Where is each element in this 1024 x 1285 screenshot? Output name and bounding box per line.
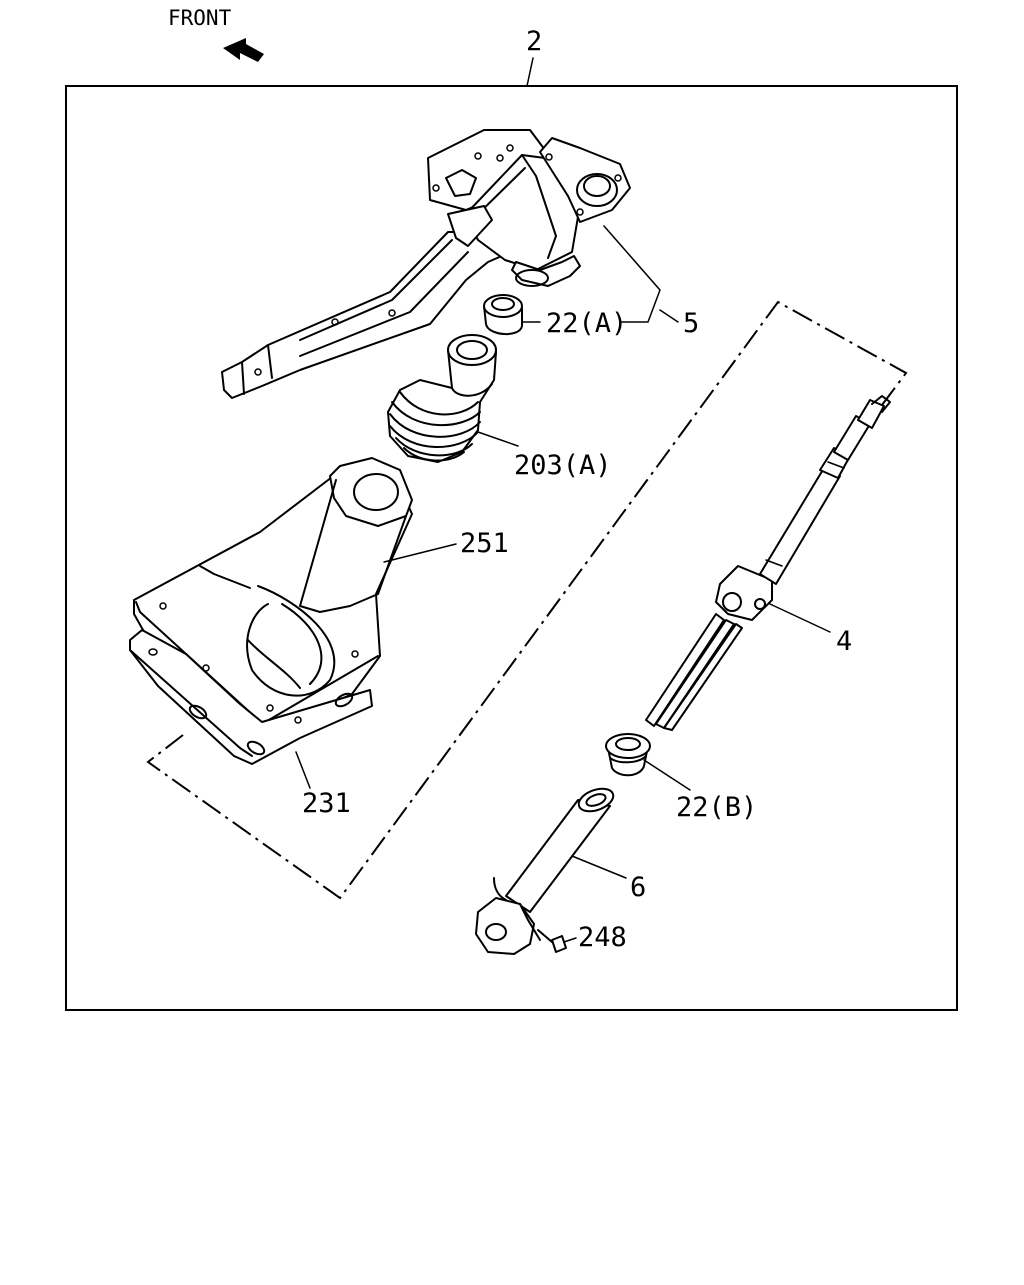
assembly-frame [65,85,958,1011]
lower-tube-part [475,787,615,955]
bushing-a-part [483,294,523,335]
bolt-part [537,929,567,953]
group-outline [146,300,908,900]
callout-248: 248 [578,922,627,953]
callout-22b: 22(B) [676,792,757,823]
callout-5: 5 [683,308,699,339]
callout-251: 251 [460,528,509,559]
front-arrow-icon [223,38,264,62]
bracket-assembly-part [221,129,631,399]
shift-shaft-part [645,395,891,731]
callout-22a: 22(A) [546,308,627,339]
callout-6: 6 [630,872,646,903]
front-label: FRONT [168,6,232,30]
bellows-boot-part [387,334,497,463]
gasket-plate-part [129,629,373,765]
callout-203a: 203(A) [514,450,612,481]
leader-2 [526,57,534,87]
bushing-b-part [605,733,651,777]
callout-2: 2 [526,26,542,57]
callout-231: 231 [302,788,351,819]
callout-4: 4 [836,626,852,657]
